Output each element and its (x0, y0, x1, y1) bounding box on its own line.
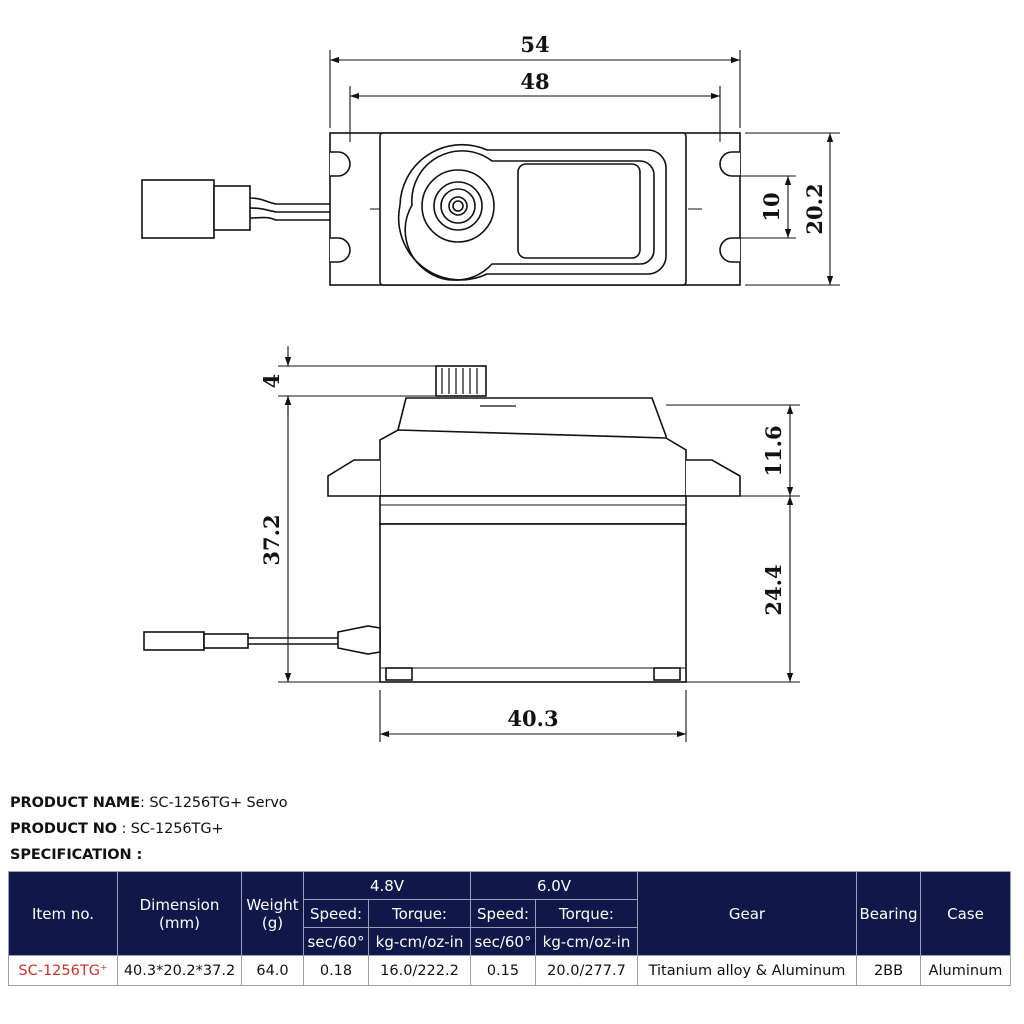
dim-flange-height: 20.2 (802, 183, 827, 234)
header-speed-unit-6-0: sec/60° (470, 927, 536, 956)
connector-plug-side (143, 631, 205, 651)
header-voltage-4-8: 4.8V (303, 871, 471, 900)
dim-total-height: 37.2 (259, 514, 284, 565)
cell-speed-4-8: 0.18 (303, 955, 369, 986)
header-dimension-unit: (mm) (159, 913, 200, 932)
header-torque-unit-4-8: kg-cm/oz-in (368, 927, 471, 956)
cell-dimension: 40.3*20.2*37.2 (117, 955, 242, 986)
specification-label: SPECIFICATION : (10, 847, 143, 863)
specification-line: SPECIFICATION : (10, 847, 142, 863)
cell-weight: 64.0 (241, 955, 304, 986)
cell-item-no: SC-1256TG⁺ (8, 955, 118, 986)
header-dimension: Dimension(mm) (117, 871, 242, 956)
dim-hole-gap: 10 (759, 192, 784, 221)
header-weight: Weight(g) (241, 871, 304, 956)
header-gear: Gear (637, 871, 857, 956)
cell-torque-6-0: 20.0/277.7 (535, 955, 638, 986)
side-view-dimensions (278, 346, 800, 742)
dim-hole-spacing: 48 (520, 69, 549, 94)
dim-top-height: 11.6 (761, 425, 786, 476)
product-name-label: PRODUCT NAME (10, 795, 141, 811)
servo-technical-drawing: 54 48 10 20.2 (141, 32, 840, 742)
servo-body-side (379, 523, 687, 683)
cell-torque-4-8: 16.0/222.2 (368, 955, 471, 986)
product-name-line: PRODUCT NAME: SC-1256TG+ Servo (10, 795, 288, 811)
product-name-value: SC-1256TG+ Servo (149, 795, 288, 811)
cell-case: Aluminum (920, 955, 1011, 986)
cell-gear: Titanium alloy & Aluminum (637, 955, 857, 986)
specification-table: Item no. Dimension(mm) Weight(g) 4.8V 6.… (8, 871, 1011, 986)
dim-body-length: 40.3 (507, 706, 558, 731)
header-weight-unit: (g) (261, 913, 284, 932)
header-speed-4-8: Speed: (303, 899, 369, 928)
connector-plug-top (141, 179, 215, 239)
dim-total-width: 54 (520, 32, 549, 57)
side-flange-left (327, 459, 380, 497)
header-bearing: Bearing (856, 871, 921, 956)
product-no-value: SC-1256TG+ (130, 821, 224, 837)
output-spline (435, 365, 487, 397)
header-item-no: Item no. (8, 871, 118, 956)
table-row: SC-1256TG⁺ 40.3*20.2*37.2 64.0 0.18 16.0… (8, 955, 1011, 986)
servo-side-view (143, 365, 741, 683)
dim-spline-height: 4 (259, 374, 284, 389)
side-flange-right (686, 459, 741, 497)
product-no-line: PRODUCT NO : SC-1256TG+ (10, 821, 224, 837)
servo-top-view (141, 132, 741, 286)
header-speed-unit-4-8: sec/60° (303, 927, 369, 956)
header-torque-4-8: Torque: (368, 899, 471, 928)
cell-bearing: 2BB (856, 955, 921, 986)
header-voltage-6-0: 6.0V (470, 871, 638, 900)
header-torque-6-0: Torque: (535, 899, 638, 928)
product-no-label: PRODUCT NO (10, 821, 117, 837)
cell-speed-6-0: 0.15 (470, 955, 536, 986)
dim-body-height: 24.4 (761, 564, 786, 615)
header-torque-unit-6-0: kg-cm/oz-in (535, 927, 638, 956)
top-view-dimensions (329, 50, 840, 286)
header-speed-6-0: Speed: (470, 899, 536, 928)
header-case: Case (920, 871, 1011, 956)
